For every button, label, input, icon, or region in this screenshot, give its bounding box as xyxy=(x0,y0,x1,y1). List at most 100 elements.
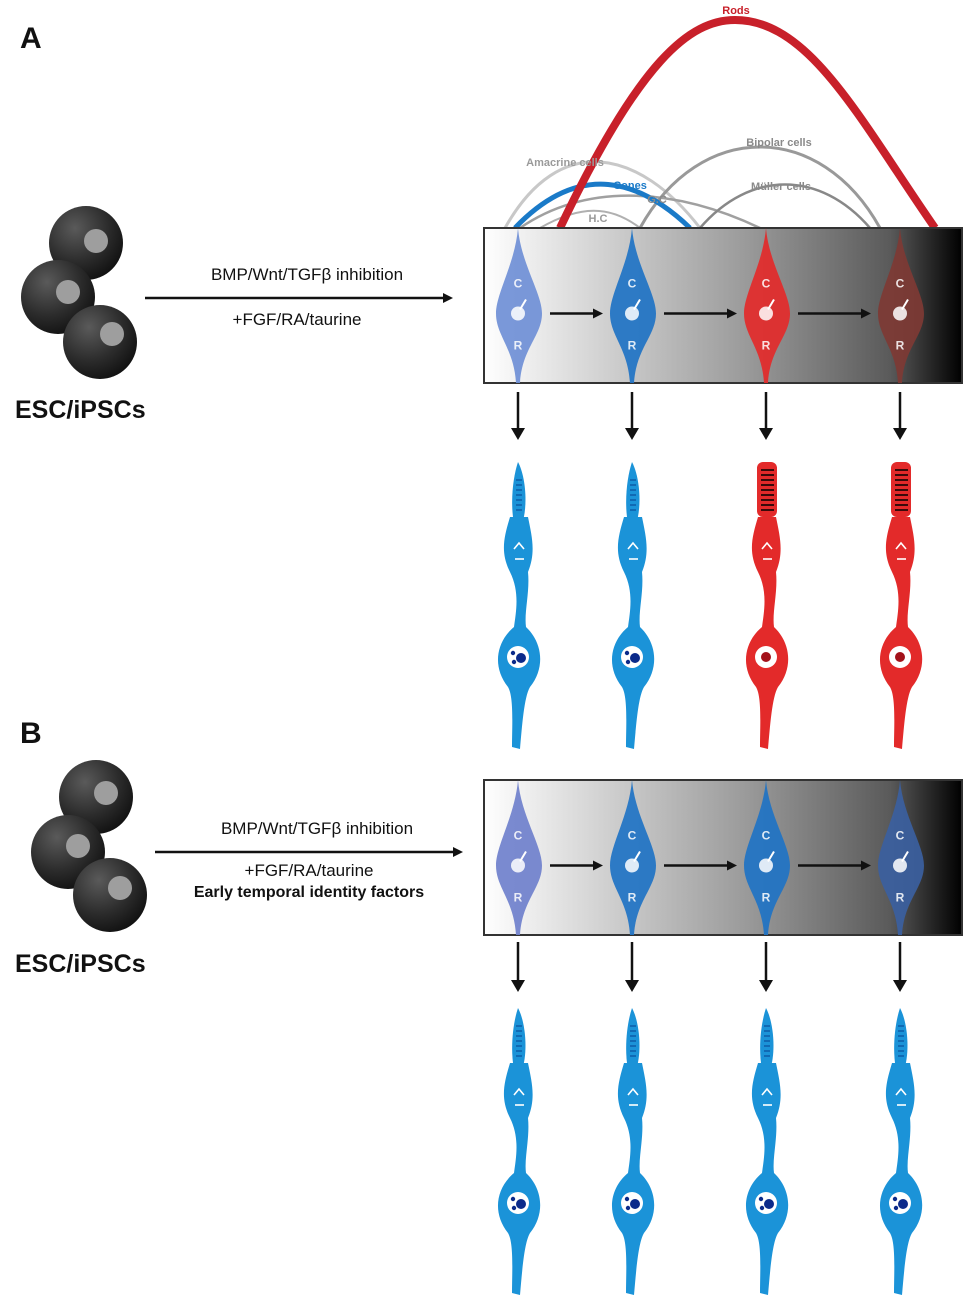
progenitor-label-c: C xyxy=(628,829,637,843)
progenitor-body xyxy=(878,780,924,935)
photoreceptor-body xyxy=(879,517,923,749)
stem-cell-cluster-b xyxy=(31,760,147,932)
progenitor-marker-arrow xyxy=(901,298,909,311)
progenitor-body xyxy=(878,228,924,383)
progenitor-marker-arrow xyxy=(519,298,527,311)
rod-photoreceptor xyxy=(745,462,789,749)
cone-chromocenter xyxy=(516,653,526,663)
cone-outer-segment xyxy=(626,462,640,524)
stem-cell-nucleus xyxy=(84,229,108,253)
down-arrow-head xyxy=(759,428,773,440)
curve-label-bipolar: Bipolar cells xyxy=(746,137,811,149)
progenitor-label-r: R xyxy=(514,339,523,353)
progenitor-body xyxy=(610,780,656,935)
cone-chromocenter xyxy=(624,650,630,656)
cone-chromocenter xyxy=(625,659,631,665)
photoreceptor-row-b xyxy=(497,1008,923,1295)
curve-cones xyxy=(513,181,692,230)
mitochondria-mark xyxy=(761,1087,773,1096)
progenitor-cell: CR xyxy=(744,228,790,383)
stem-cell-nucleus xyxy=(56,280,80,304)
panel-b: B ESC/iPSCs BMP/Wnt/TGFβ inhibition +FGF… xyxy=(15,717,963,1295)
progenitor-nucleus xyxy=(625,306,639,321)
condition-line-a-1: BMP/Wnt/TGFβ inhibition xyxy=(211,265,403,284)
progenitor-body xyxy=(744,228,790,383)
progenitor-label-c: C xyxy=(896,829,905,843)
stem-cell xyxy=(73,858,147,932)
progenitor-nucleus xyxy=(625,858,639,873)
progenitor-cell: CR xyxy=(610,780,656,935)
progenitor-cell: CR xyxy=(878,780,924,935)
cone-chromocenter xyxy=(510,1196,516,1202)
photoreceptor-body xyxy=(611,517,655,749)
stem-cell xyxy=(63,305,137,379)
down-arrows-b xyxy=(511,942,907,992)
panel-a: A ESC/iPSCs BMP/Wnt/TGFβ inhibition +FGF… xyxy=(15,5,963,749)
progenitor-cell: CR xyxy=(744,780,790,935)
progenitor-cell: CR xyxy=(496,780,542,935)
cone-chromocenter xyxy=(511,1205,517,1211)
progenitor-nucleus xyxy=(893,306,907,321)
cone-chromocenter xyxy=(630,1199,640,1209)
progenitor-body xyxy=(610,228,656,383)
panel-label-b: B xyxy=(20,717,42,750)
down-arrow xyxy=(511,942,525,992)
down-arrow-head xyxy=(625,980,639,992)
cone-chromocenter xyxy=(892,1196,898,1202)
curve-muller xyxy=(699,183,871,229)
down-arrow xyxy=(625,942,639,992)
cone-chromocenter xyxy=(516,1199,526,1209)
progenitor-label-c: C xyxy=(514,829,523,843)
progenitor-body xyxy=(496,780,542,935)
progenitor-marker-arrow xyxy=(633,850,641,863)
progenitor-marker-arrow xyxy=(633,298,641,311)
down-arrows-a xyxy=(511,392,907,440)
down-arrow xyxy=(625,392,639,440)
cone-photoreceptor xyxy=(611,1008,655,1295)
stem-cell-nucleus xyxy=(94,781,118,805)
progenitor-cell: CR xyxy=(878,228,924,383)
cone-outer-segment xyxy=(512,462,526,524)
condition-bold-b: Early temporal identity factors xyxy=(194,884,424,901)
mitochondria-mark xyxy=(895,541,907,550)
cone-photoreceptor xyxy=(745,1008,789,1295)
progenitor-nucleus xyxy=(511,858,525,873)
cone-chromocenter xyxy=(630,653,640,663)
panel-label-a: A xyxy=(20,22,42,55)
cone-chromocenter xyxy=(759,1205,765,1211)
down-arrow-head xyxy=(625,428,639,440)
progenitor-label-r: R xyxy=(762,891,771,905)
progenitor-label-c: C xyxy=(628,277,637,291)
stem-cell-nucleus xyxy=(108,876,132,900)
photoreceptor-row-a xyxy=(497,462,923,749)
progenitor-marker-arrow xyxy=(901,850,909,863)
cone-chromocenter xyxy=(764,1199,774,1209)
progenitor-label-r: R xyxy=(628,339,637,353)
progenitor-label-r: R xyxy=(896,891,905,905)
cone-chromocenter xyxy=(758,1196,764,1202)
down-arrow xyxy=(511,392,525,440)
curve-bipolar xyxy=(638,145,882,229)
mitochondria-mark xyxy=(761,541,773,550)
progenitor-label-r: R xyxy=(896,339,905,353)
cone-photoreceptor xyxy=(497,462,541,749)
cone-chromocenter xyxy=(624,1196,630,1202)
down-arrow-head xyxy=(759,980,773,992)
progenitor-nucleus xyxy=(893,858,907,873)
cone-outer-segment xyxy=(894,1008,908,1070)
progenitor-label-c: C xyxy=(896,277,905,291)
rod-photoreceptor xyxy=(879,462,923,749)
progenitor-nucleus xyxy=(759,858,773,873)
cone-photoreceptor xyxy=(879,1008,923,1295)
progenitor-body xyxy=(744,780,790,935)
progenitor-label-c: C xyxy=(514,277,523,291)
birth-order-curves: Rods Cones Amacrine cells G.C H.C Bipola… xyxy=(503,5,939,231)
progenitor-label-r: R xyxy=(628,891,637,905)
down-arrow xyxy=(759,942,773,992)
photoreceptor-body xyxy=(745,1063,789,1295)
mitochondria-mark xyxy=(627,541,639,550)
curve-gc xyxy=(519,194,761,230)
mitochondria-mark xyxy=(513,541,525,550)
